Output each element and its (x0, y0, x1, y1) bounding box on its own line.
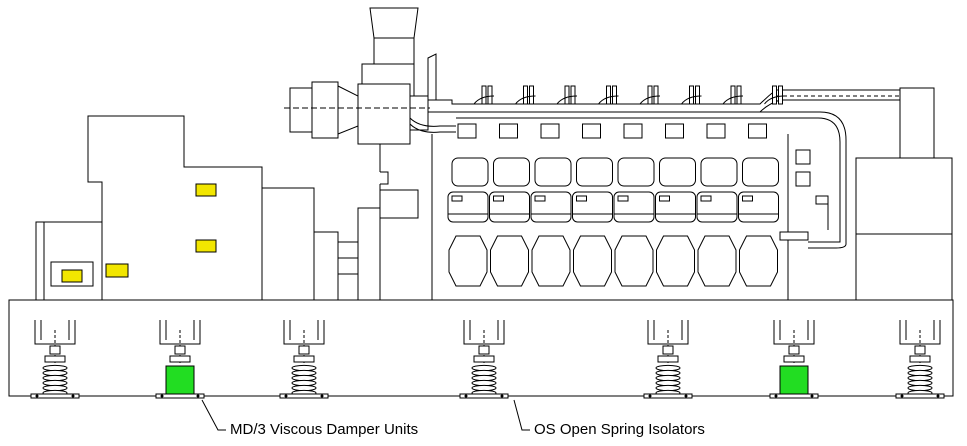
cylinder-5 (613, 85, 661, 287)
spring-isolator-4 (459, 320, 509, 399)
callout-leaders (201, 399, 530, 431)
damper-unit-6 (769, 320, 819, 399)
cylinder-bank (447, 85, 785, 287)
cylinder-7 (696, 85, 744, 287)
generator (35, 115, 419, 301)
exhaust-manifold (409, 87, 935, 249)
radiator (855, 157, 953, 301)
cylinder-3 (530, 85, 578, 287)
cylinder-6 (655, 85, 702, 287)
coupling (313, 231, 339, 301)
isolator-row (30, 320, 945, 399)
generator-end (261, 187, 315, 301)
cylinder-1 (447, 85, 495, 287)
spring-isolator-7 (895, 320, 945, 399)
turbocharger (284, 7, 437, 145)
indicator-2 (195, 239, 217, 253)
terminal-box (35, 221, 103, 301)
air-inlet (369, 7, 419, 39)
radiator-top (899, 87, 935, 159)
spring-leader (513, 399, 530, 431)
cylinder-8 (738, 85, 785, 287)
damper-unit-2 (155, 320, 205, 399)
cylinder-2 (489, 85, 536, 287)
cylinder-4 (572, 85, 619, 287)
spring-callout-label: OS Open Spring Isolators (534, 421, 705, 438)
engine-block (431, 134, 953, 301)
spring-isolator-5 (643, 320, 693, 399)
spring-isolator-3 (279, 320, 329, 399)
indicator-3 (105, 263, 129, 278)
spring-isolator-1 (30, 320, 80, 399)
damper-leader (201, 399, 226, 431)
damper-callout-label: MD/3 Viscous Damper Units (230, 421, 419, 438)
indicator-4 (61, 269, 83, 283)
yellow-indicators (61, 183, 217, 283)
indicator-1 (195, 183, 217, 197)
flywheel-housing (357, 207, 381, 301)
